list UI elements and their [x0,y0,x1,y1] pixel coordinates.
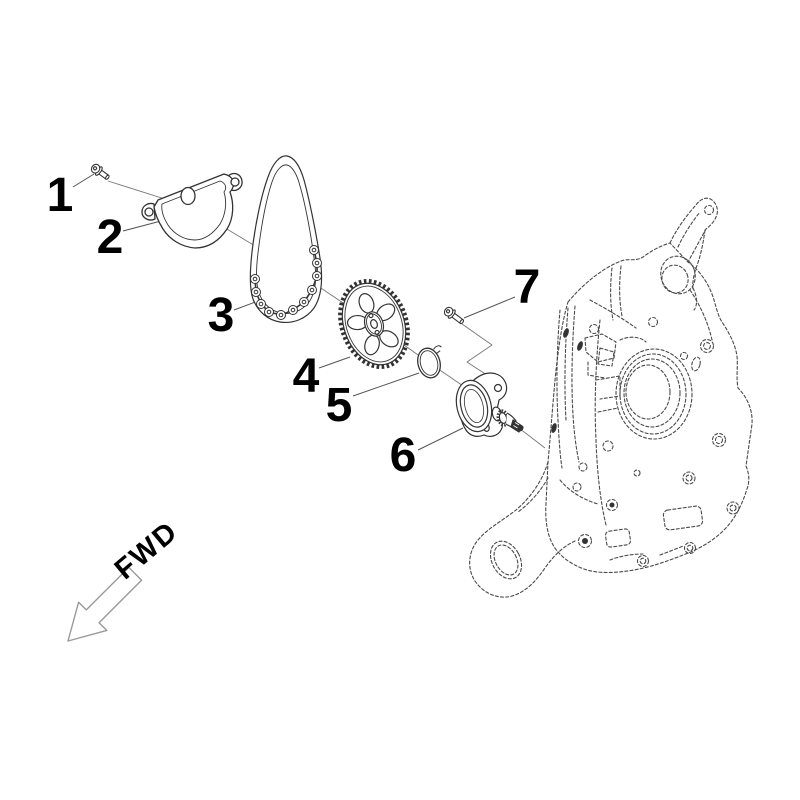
part-2-pump-cover [141,172,243,249]
part-6-oil-pump [455,372,524,437]
part-label-5: 5 [325,379,353,432]
part-3-chain [249,155,323,324]
part-label-7: 7 [513,261,541,314]
part-5-seal-ring [417,345,442,379]
fwd-arrow-icon [67,566,143,642]
part-label-2: 2 [96,211,124,264]
part-4-sprocket [338,278,410,370]
part-7-bolt [443,306,465,325]
part-label-1: 1 [46,169,74,222]
part-1-bolt [90,163,110,180]
part-label-3: 3 [207,289,235,342]
part-label-4: 4 [292,350,320,403]
engine-case [469,197,753,598]
part-label-6: 6 [389,429,417,482]
chain-links [250,245,322,320]
